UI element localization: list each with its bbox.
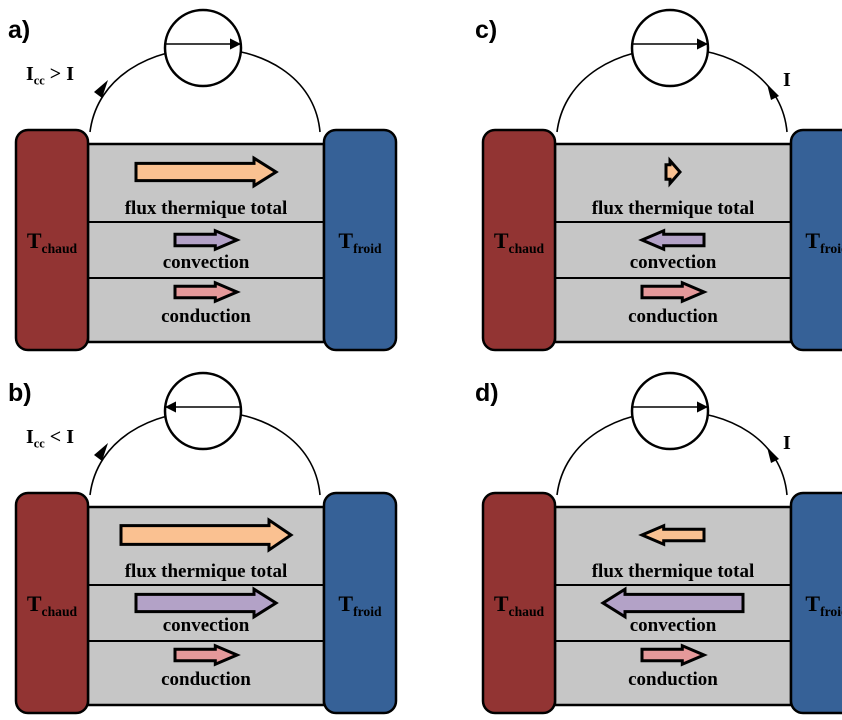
cold-label-main: T — [805, 591, 820, 616]
current-label-main: I — [26, 63, 34, 85]
panel-label: c) — [475, 16, 497, 44]
conduction-arrow — [173, 280, 241, 304]
current-label-sub: cc — [34, 436, 45, 450]
cold-reservoir — [789, 128, 842, 352]
current-label-main: I — [783, 69, 791, 91]
panel-d: d)TchaudTfroidIflux thermique totalconve… — [475, 371, 842, 715]
cold-label-main: T — [338, 591, 353, 616]
total-flux-label: flux thermique total — [125, 198, 288, 219]
current-label-rest: < I — [45, 426, 74, 448]
cold-label-main: T — [805, 228, 820, 253]
current-label: I — [783, 432, 791, 454]
hot-reservoir — [481, 128, 557, 352]
conduction-label: conduction — [628, 669, 718, 690]
hot-label: Tchaud — [494, 591, 545, 619]
hot-reservoir — [14, 128, 90, 352]
conduction-label: conduction — [161, 306, 251, 327]
conduction-label: conduction — [161, 669, 251, 690]
panel-label: d) — [475, 379, 499, 407]
total-flux-arrow — [119, 517, 294, 553]
cold-label-sub: froid — [353, 241, 382, 256]
current-label-main: I — [783, 432, 791, 454]
current-label: Icc < I — [26, 426, 74, 450]
cold-label: Tfroid — [338, 591, 382, 619]
current-source-icon — [163, 371, 243, 451]
total-flux-arrow — [664, 156, 682, 188]
cold-label: Tfroid — [338, 228, 382, 256]
total-flux-label: flux thermique total — [592, 561, 755, 582]
loop-arrowhead-icon — [94, 443, 108, 461]
convection-label: convection — [630, 252, 717, 273]
cold-label: Tfroid — [805, 591, 842, 619]
loop-arrowhead-icon — [94, 80, 108, 98]
total-flux-arrow — [134, 155, 279, 189]
panel-label: a) — [8, 16, 30, 44]
conduction-label: conduction — [628, 306, 718, 327]
hot-label-sub: chaud — [509, 604, 545, 619]
convection-label: convection — [163, 615, 250, 636]
current-label-sub: cc — [34, 73, 45, 87]
cold-reservoir — [789, 491, 842, 715]
hot-label-main: T — [494, 228, 509, 253]
current-label-rest: > I — [45, 63, 74, 85]
cold-label-main: T — [338, 228, 353, 253]
convection-label: convection — [630, 615, 717, 636]
hot-reservoir — [481, 491, 557, 715]
conduction-arrow — [173, 643, 241, 667]
cold-label-sub: froid — [353, 604, 382, 619]
panel-c: c)TchaudTfroidIflux thermique totalconve… — [475, 8, 842, 352]
hot-label: Tchaud — [494, 228, 545, 256]
hot-label-sub: chaud — [509, 241, 545, 256]
convection-label: convection — [163, 252, 250, 273]
total-flux-label: flux thermique total — [592, 198, 755, 219]
cold-reservoir — [322, 128, 398, 352]
hot-label-sub: chaud — [42, 241, 78, 256]
total-flux-arrow — [638, 523, 706, 547]
convection-arrow — [134, 586, 279, 620]
convection-arrow — [173, 228, 241, 252]
loop-arrowhead-icon — [767, 447, 779, 463]
hot-label-main: T — [494, 591, 509, 616]
current-source-icon — [630, 8, 710, 88]
cold-label-sub: froid — [820, 604, 842, 619]
hot-reservoir — [14, 491, 90, 715]
convection-arrow — [600, 586, 745, 620]
current-label: I — [783, 69, 791, 91]
current-label-main: I — [26, 426, 34, 448]
hot-label-main: T — [27, 228, 42, 253]
hot-label-sub: chaud — [42, 604, 78, 619]
current-source-icon — [630, 371, 710, 451]
cold-label: Tfroid — [805, 228, 842, 256]
hot-label: Tchaud — [27, 228, 78, 256]
current-label: Icc > I — [26, 63, 74, 87]
total-flux-label: flux thermique total — [125, 561, 288, 582]
current-source-icon — [163, 8, 243, 88]
convection-arrow — [638, 228, 706, 252]
cold-reservoir — [322, 491, 398, 715]
conduction-arrow — [640, 280, 708, 304]
hot-label: Tchaud — [27, 591, 78, 619]
cold-label-sub: froid — [820, 241, 842, 256]
panel-label: b) — [8, 379, 32, 407]
hot-label-main: T — [27, 591, 42, 616]
conduction-arrow — [640, 643, 708, 667]
loop-arrowhead-icon — [767, 84, 779, 100]
